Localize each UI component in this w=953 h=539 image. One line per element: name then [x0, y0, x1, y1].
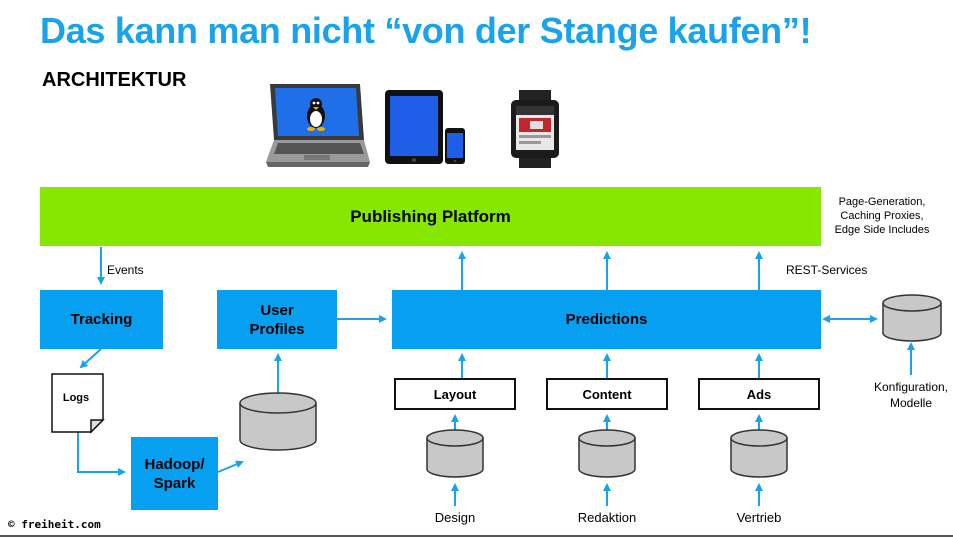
ads-database-icon	[730, 429, 788, 478]
design-label: Design	[434, 510, 476, 525]
platform-note: Page-Generation, Caching Proxies, Edge S…	[834, 196, 930, 236]
publishing-platform-box: Publishing Platform	[40, 187, 821, 246]
page-title: Das kann man nicht “von der Stange kaufe…	[40, 10, 812, 51]
rest-services-label: REST-Services	[786, 263, 868, 277]
hadoop-db-arrow	[217, 460, 244, 473]
content-box: Content	[546, 378, 668, 410]
section-heading: ARCHITEKTUR	[42, 69, 187, 91]
tracking-box: Tracking	[40, 290, 163, 349]
vertrieb-label: Vertrieb	[736, 510, 782, 525]
design-database-icon	[426, 429, 484, 478]
events-label: Events	[107, 263, 144, 277]
ads-box: Ads	[698, 378, 820, 410]
content-database-icon	[578, 429, 636, 478]
predictions-box: Predictions	[392, 290, 821, 349]
smartwatch-icon	[511, 90, 559, 168]
logs-document-icon	[51, 373, 105, 434]
publishing-platform-label: Publishing Platform	[350, 206, 511, 226]
user-profiles-box: User Profiles	[217, 290, 337, 349]
copyright-footer: © freiheit.com	[8, 518, 101, 531]
config-database-icon	[882, 294, 942, 342]
profiles-database-icon	[239, 392, 317, 451]
tablet-phone-icon	[385, 90, 465, 164]
footer-divider	[0, 535, 953, 537]
layout-box: Layout	[394, 378, 516, 410]
tracking-logs-arrow	[79, 348, 102, 369]
config-label: Konfiguration, Modelle	[873, 380, 949, 410]
redaktion-label: Redaktion	[577, 510, 637, 525]
logs-hadoop-arrow	[77, 432, 126, 476]
logs-label: Logs	[62, 392, 90, 404]
hadoop-spark-box: Hadoop/ Spark	[131, 437, 218, 510]
laptop-linux-icon	[266, 84, 370, 167]
